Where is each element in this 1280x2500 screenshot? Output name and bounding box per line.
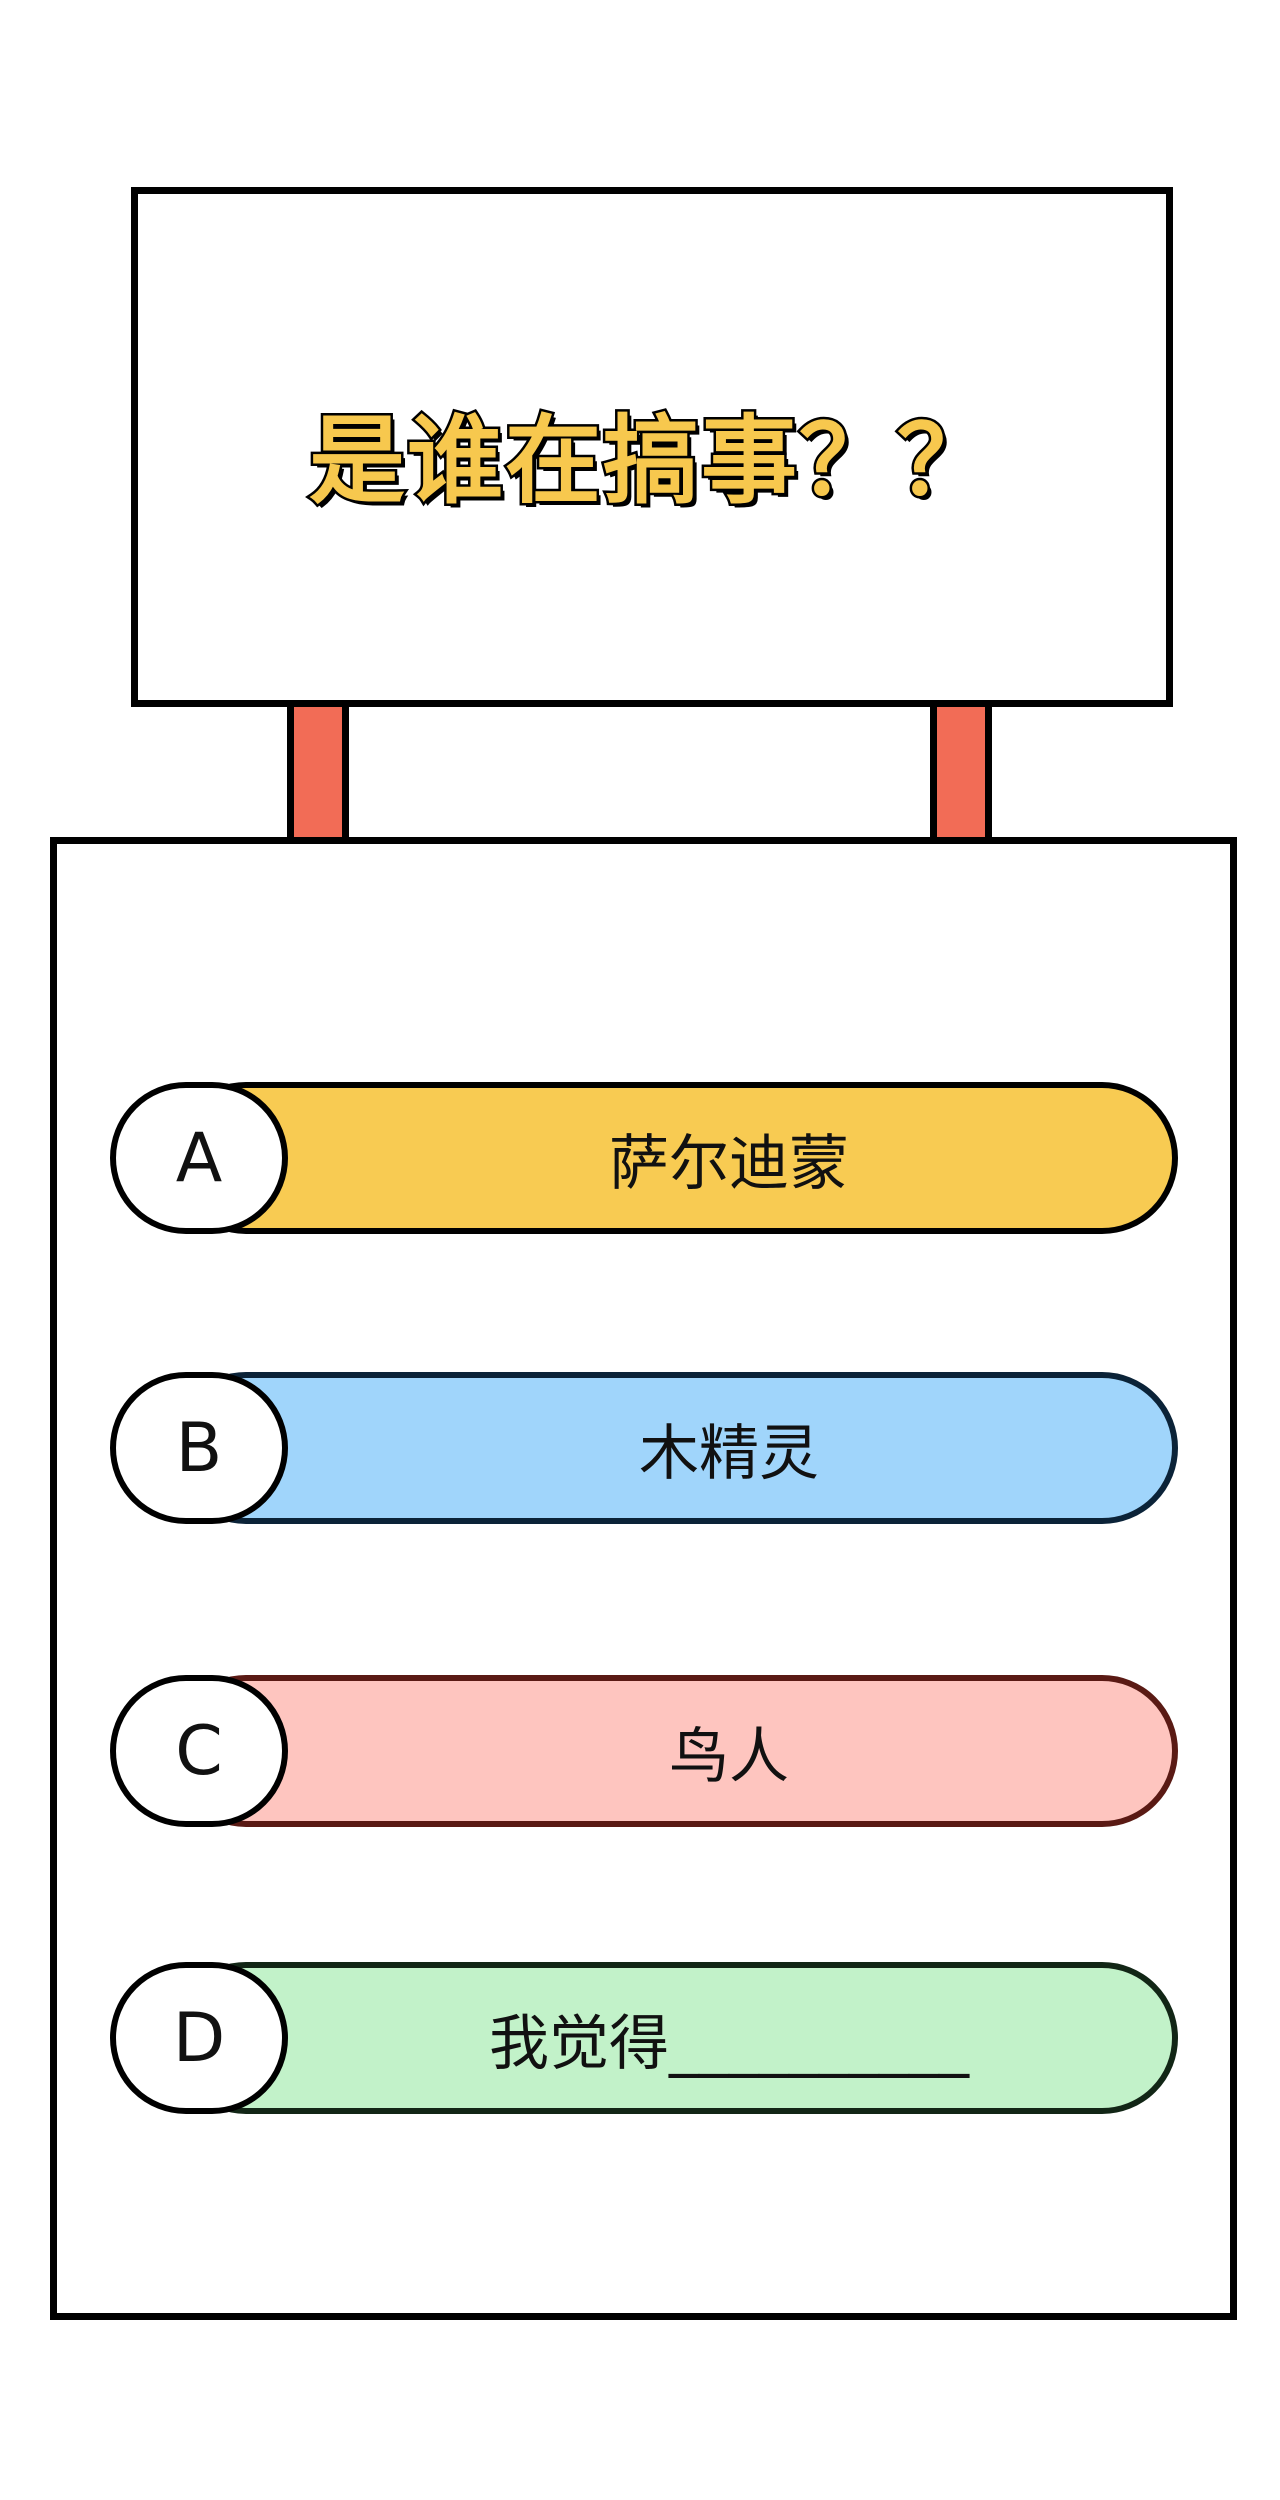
option-a-text: 萨尔迪蒙 [609,1128,849,1199]
option-b-bar[interactable]: 木精灵 [170,1372,1178,1524]
option-c-text: 鸟人 [669,1721,789,1792]
option-b-text: 木精灵 [639,1418,819,1489]
option-d-badge[interactable]: D [110,1962,288,2114]
option-a[interactable]: 萨尔迪蒙 A [110,1082,1178,1234]
sign-post-left [287,707,349,843]
option-c-bar[interactable]: 鸟人 [170,1675,1178,1827]
option-c[interactable]: 鸟人 C [110,1675,1178,1827]
option-c-letter: C [175,1711,223,1791]
question-sign-board: 是谁在搞事？？ [131,187,1173,707]
option-b-badge[interactable]: B [110,1372,288,1524]
sign-post-right [930,707,992,843]
option-a-letter: A [175,1118,223,1198]
option-d-letter: D [172,1998,226,2078]
option-a-bar[interactable]: 萨尔迪蒙 [170,1082,1178,1234]
option-d-text: 我觉得__________ [489,2008,969,2079]
option-b[interactable]: 木精灵 B [110,1372,1178,1524]
question-title: 是谁在搞事？？ [307,402,996,519]
option-d-bar[interactable]: 我觉得__________ [170,1962,1178,2114]
option-a-badge[interactable]: A [110,1082,288,1234]
option-b-letter: B [175,1408,223,1488]
option-d[interactable]: 我觉得__________ D [110,1962,1178,2114]
option-c-badge[interactable]: C [110,1675,288,1827]
